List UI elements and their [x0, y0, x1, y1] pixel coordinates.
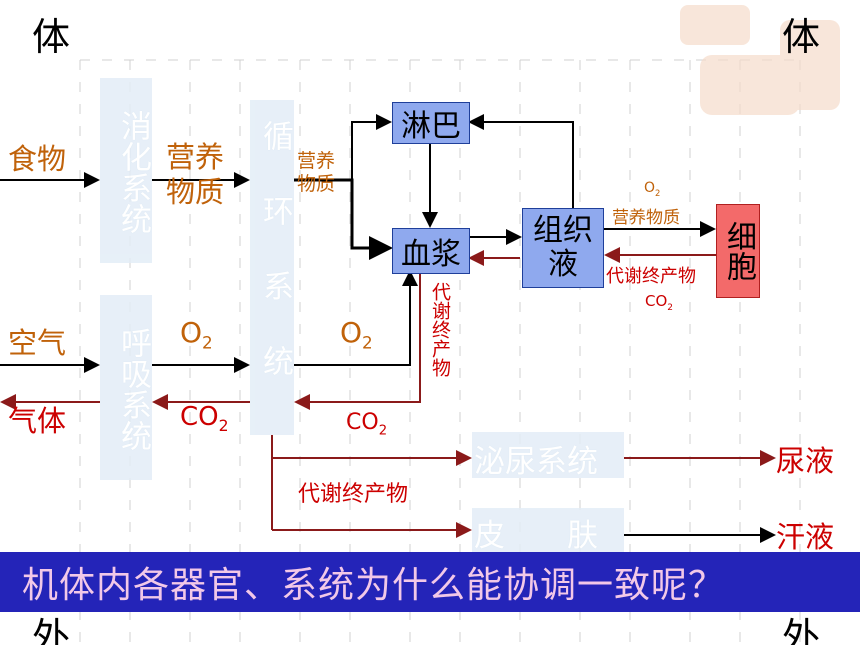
lymph-node-box: 淋巴 — [392, 102, 470, 144]
question-banner — [0, 552, 860, 612]
food-label: 食物 — [8, 142, 67, 176]
respiratory-system-box: 呼吸系统 — [100, 295, 152, 480]
o2-label-respiratory: O2 — [180, 316, 213, 353]
skin-label: 皮 肤 — [474, 518, 598, 554]
tissue-fluid-label: 组织液 — [533, 212, 593, 282]
o2-label-circulatory: O2 — [340, 316, 373, 353]
sweat-label: 汗液 — [776, 520, 835, 554]
corner-top-right: 体 — [782, 15, 821, 59]
circulatory-system-box: 循环系统 — [250, 100, 294, 435]
digestive-system-label: 消化系统 — [115, 109, 151, 234]
skin-box: 皮 肤 — [472, 508, 624, 554]
urine-label: 尿液 — [776, 444, 835, 478]
question-banner-text: 机体内各器官、系统为什么能协调一致呢？ — [22, 565, 726, 606]
cell-node-box: 细胞 — [716, 204, 760, 298]
corner-bottom-left: 外 — [32, 615, 71, 645]
metabolic-waste-vertical-label: 代谢终产物 — [429, 282, 451, 377]
o2-label-cell: O2 — [644, 180, 661, 198]
digestive-system-box: 消化系统 — [100, 78, 152, 263]
cell-label: 细胞 — [721, 221, 756, 281]
air-label: 空气 — [8, 326, 67, 360]
co2-label-respiratory: CO2 — [180, 402, 229, 436]
gas-out-label: 气体 — [8, 404, 67, 438]
urinary-system-box: 泌尿系统 — [472, 432, 624, 480]
nutrients-label: 营养物质 — [166, 140, 225, 209]
metabolic-waste-cell-label: 代谢终产物 — [606, 266, 696, 287]
nutrients-small-label: 营养物质 — [297, 150, 336, 195]
urinary-system-label: 泌尿系统 — [474, 444, 598, 480]
respiratory-system-label: 呼吸系统 — [115, 326, 151, 451]
co2-label-cell: CO2 — [645, 292, 674, 313]
co2-label-circulatory: CO2 — [346, 410, 388, 439]
circulatory-system-label: 循环系统 — [257, 120, 293, 420]
corner-bottom-right: 外 — [782, 615, 821, 645]
nutrients-cell-label: 营养物质 — [612, 208, 680, 228]
metabolic-waste-lower-label: 代谢终产物 — [298, 482, 409, 507]
corner-top-left: 体 — [32, 15, 71, 59]
tissue-fluid-node-box: 组织液 — [522, 208, 604, 288]
plasma-node-box: 血浆 — [392, 228, 470, 274]
